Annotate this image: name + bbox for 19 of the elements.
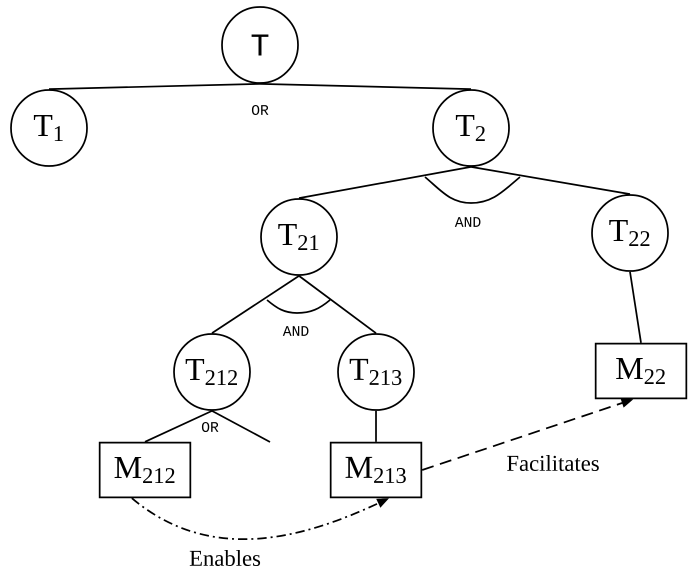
- gate-label: AND: [282, 326, 308, 336]
- method-box: M$_{212}$: [98, 442, 192, 498]
- tree-edge: [470, 166, 630, 195]
- tree-edge: [298, 275, 377, 334]
- tree-edge: [629, 272, 642, 343]
- method-box: M$_{213}$: [330, 442, 422, 498]
- tree-edge: [212, 410, 270, 443]
- tree-edge: [212, 275, 300, 334]
- tree-edge: [298, 166, 472, 199]
- edge-label: Facilitates: [505, 454, 601, 472]
- tree-edge: [48, 83, 260, 90]
- tree-edge: [375, 410, 377, 442]
- method-box: M$_{22}$: [594, 342, 688, 400]
- tree-edge: [144, 410, 212, 443]
- edge-label: Enables: [188, 548, 262, 568]
- gate-label: AND: [454, 217, 480, 227]
- gate-label: OR: [202, 422, 218, 432]
- tree-edge: [260, 83, 472, 90]
- gate-label: OR: [252, 105, 268, 115]
